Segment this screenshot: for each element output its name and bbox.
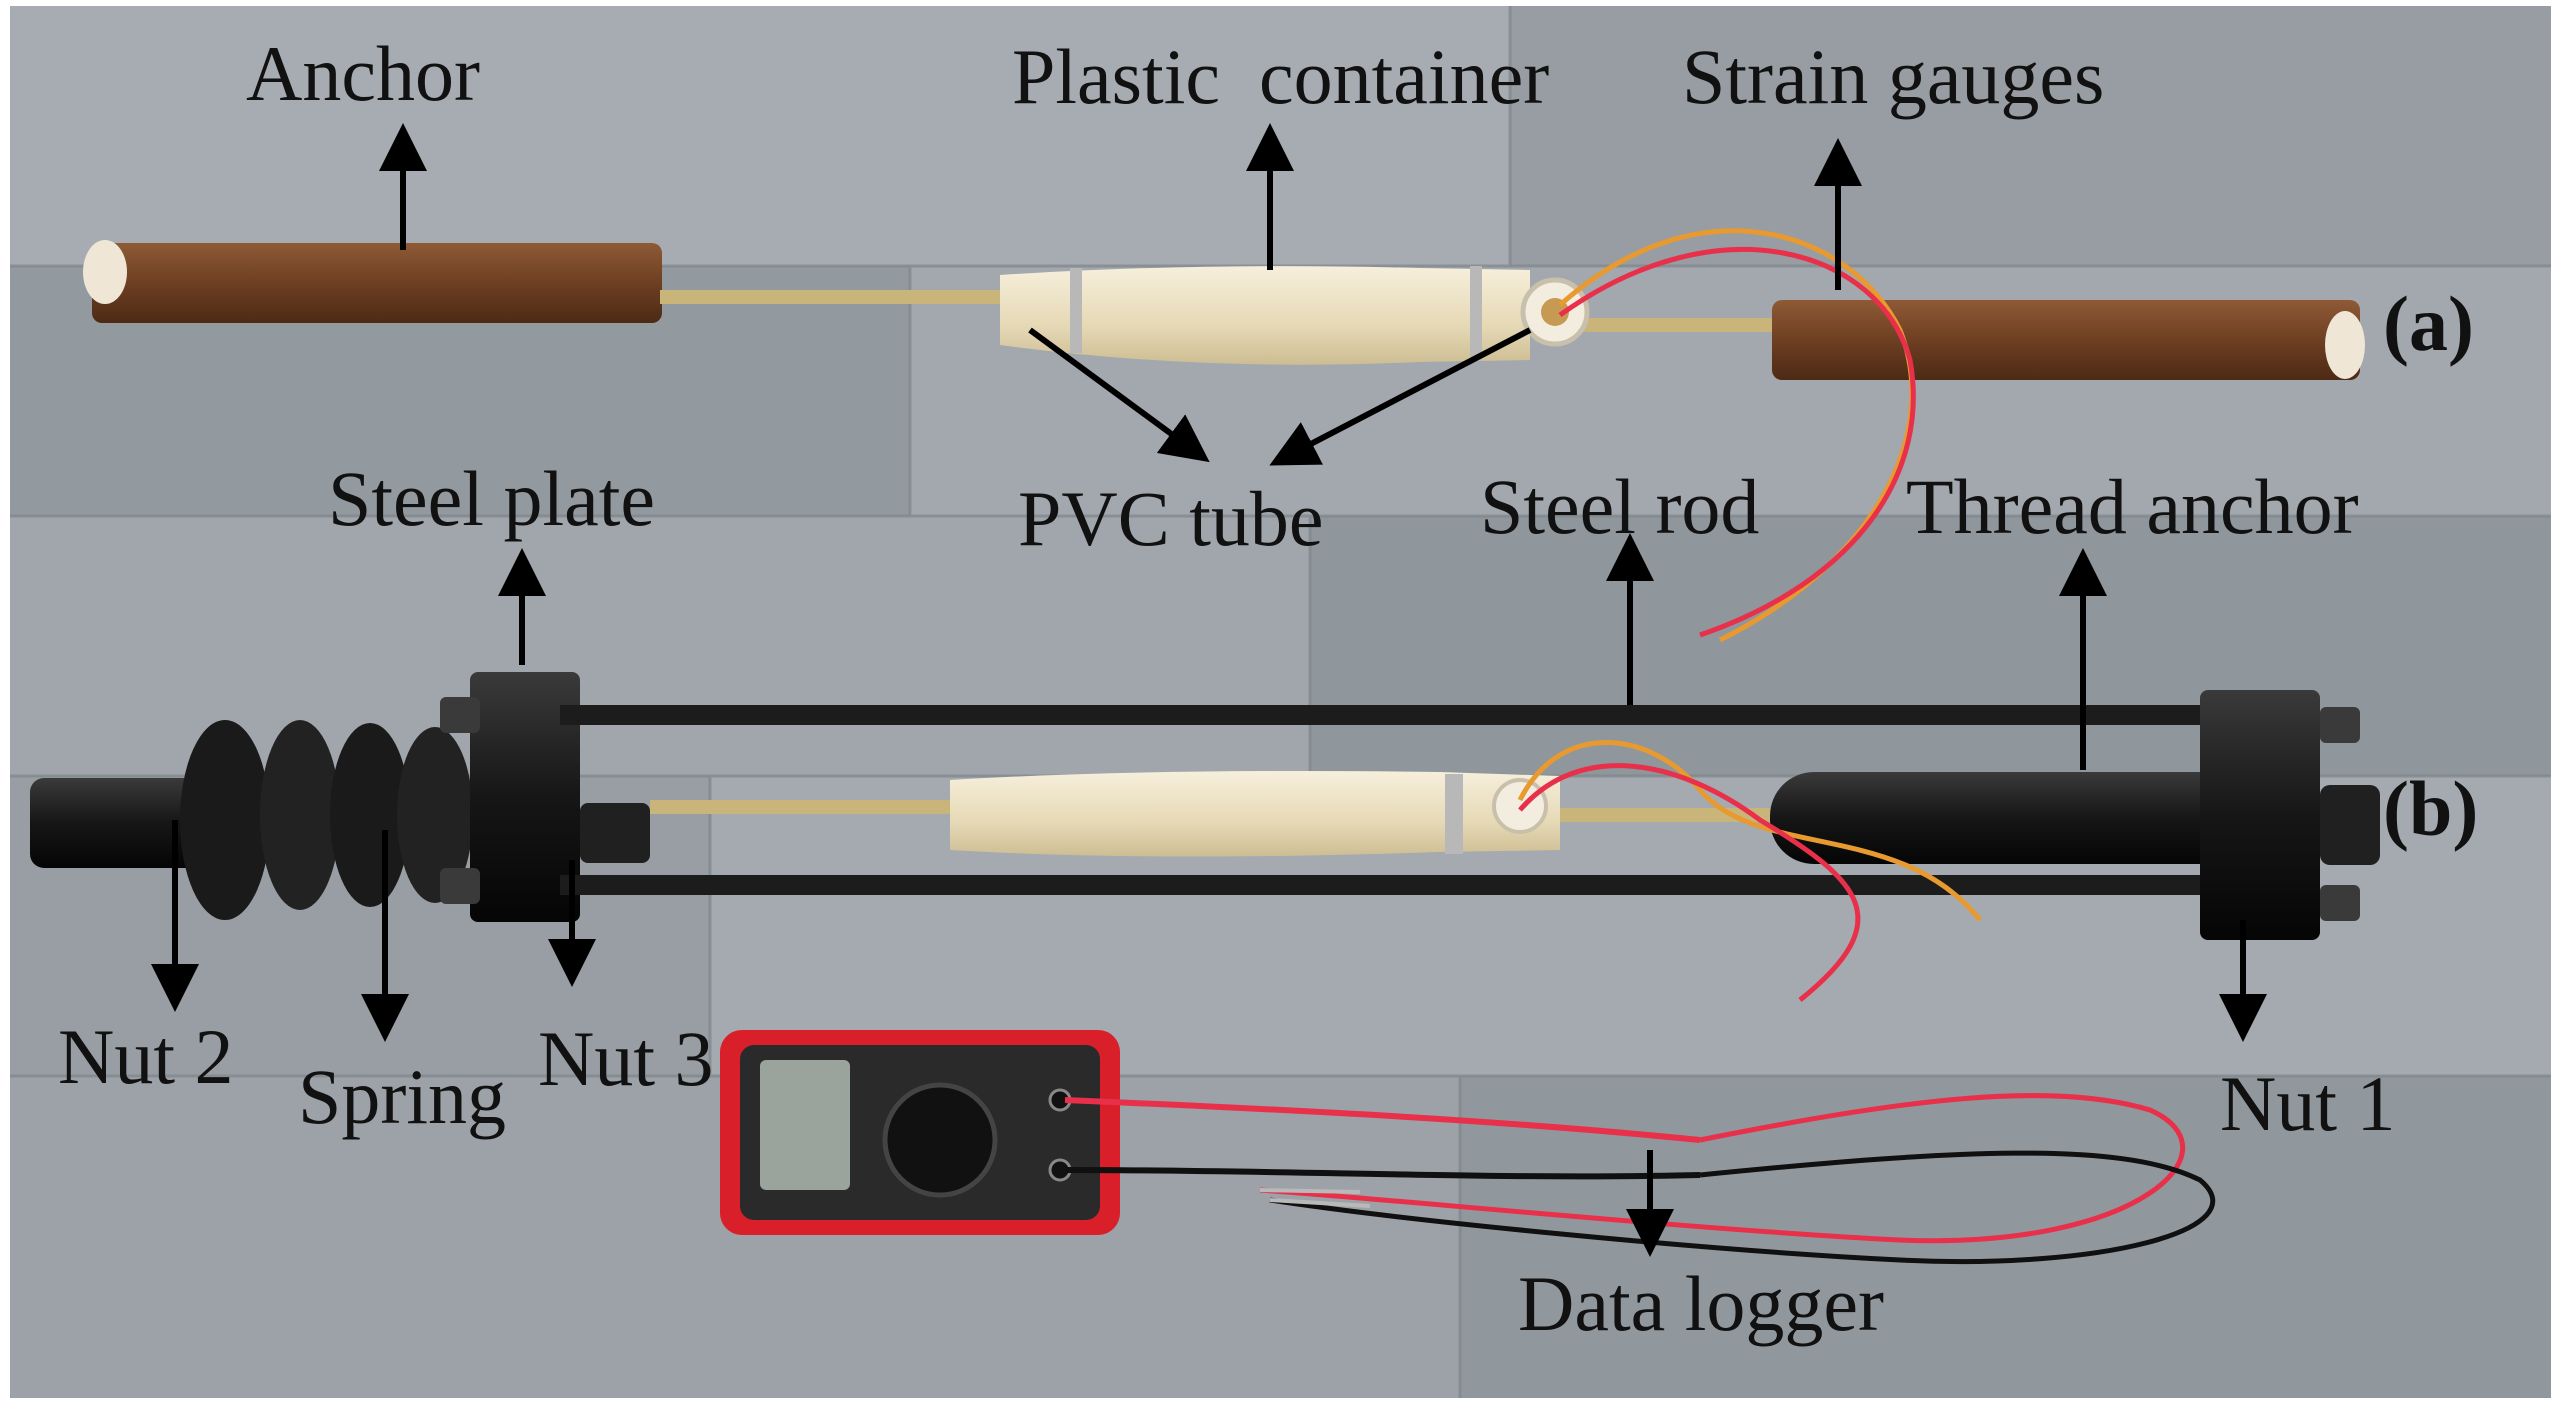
right-anchor-pipe [1772,300,2360,380]
thread-anchor [1770,772,2250,864]
left-bolt [30,778,210,868]
left-anchor-pipe [92,243,662,323]
label-plastic-container: Plastic container [1012,33,1549,120]
panel-label-b: (b) [2383,765,2478,852]
arrow-pvc-tube-left [1028,327,1210,463]
label-spring: Spring [298,1053,506,1140]
labels: Anchor Plastic container Strain gauges (… [58,30,2478,1347]
plastic-container-b [950,771,1560,857]
label-thread-anchor: Thread anchor [1906,463,2359,550]
spring [180,720,473,920]
annotation-arrows [151,123,2267,1257]
specimen-b [30,672,2380,1002]
rod-a-left [660,290,1010,304]
label-data-logger: Data logger [1518,1260,1884,1347]
label-anchor: Anchor [246,30,480,117]
upper-steel-rod [560,705,2260,725]
label-strain-gauges: Strain gauges [1682,33,2104,120]
label-pvc-tube: PVC tube [1018,475,1324,562]
plastic-container-a [1000,266,1530,365]
right-steel-plate [2200,690,2320,940]
left-steel-plate [470,672,580,922]
specimen-a [83,228,2365,643]
label-nut-3: Nut 3 [538,1015,714,1102]
label-nut-2: Nut 2 [58,1013,234,1100]
label-steel-rod: Steel rod [1480,463,1759,550]
label-steel-plate: Steel plate [328,455,655,542]
label-nut-1: Nut 1 [2220,1060,2396,1147]
multimeter [720,1030,2216,1265]
arrow-pvc-tube-right [1269,327,1532,466]
nut-3 [580,803,650,863]
nut-1 [2320,785,2380,865]
lower-steel-rod [560,875,2260,895]
panel-label-a: (a) [2383,280,2474,367]
